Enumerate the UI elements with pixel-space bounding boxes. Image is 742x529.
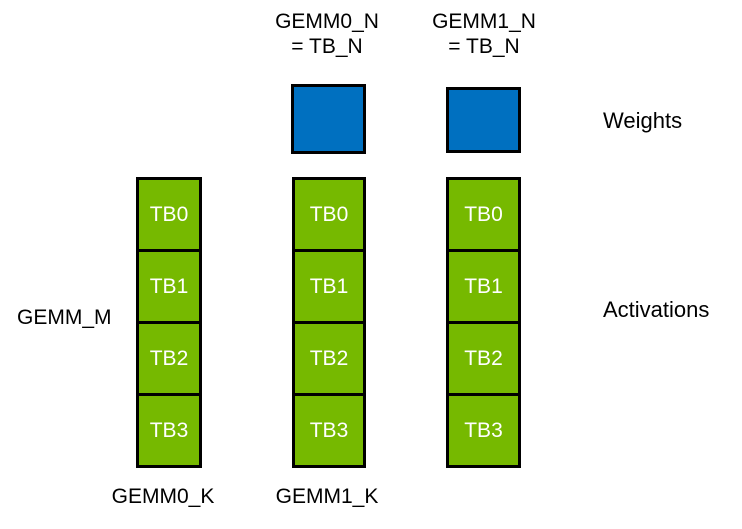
weights-label: Weights <box>603 108 683 133</box>
tb-block: TB2 <box>136 321 202 396</box>
activation-column-1: TB0 TB1 TB2 TB3 <box>292 177 366 468</box>
tb-block: TB2 <box>446 321 521 396</box>
gemm1-k-label: GEMM1_K <box>275 485 379 508</box>
tb-block: TB3 <box>292 393 366 468</box>
tb-block: TB3 <box>136 393 202 468</box>
tb-block: TB1 <box>136 249 202 324</box>
activation-column-0: TB0 TB1 TB2 TB3 <box>136 177 202 468</box>
gemm-m-label: GEMM_M <box>17 306 112 329</box>
activation-column-2: TB0 TB1 TB2 TB3 <box>446 177 521 468</box>
gemm0-k-label: GEMM0_K <box>111 485 215 508</box>
tb-block: TB3 <box>446 393 521 468</box>
tb-block: TB1 <box>446 249 521 324</box>
tb-block: TB0 <box>446 177 521 252</box>
tb-block: TB1 <box>292 249 366 324</box>
tb-block: TB2 <box>292 321 366 396</box>
gemm0-n-header: GEMM0_N = TB_N <box>275 10 379 58</box>
gemm1-n-header: GEMM1_N = TB_N <box>432 10 536 58</box>
weights-block-gemm1 <box>446 87 521 153</box>
activations-label: Activations <box>603 297 710 322</box>
weights-block-gemm0 <box>291 84 366 154</box>
tb-block: TB0 <box>136 177 202 252</box>
tb-block: TB0 <box>292 177 366 252</box>
